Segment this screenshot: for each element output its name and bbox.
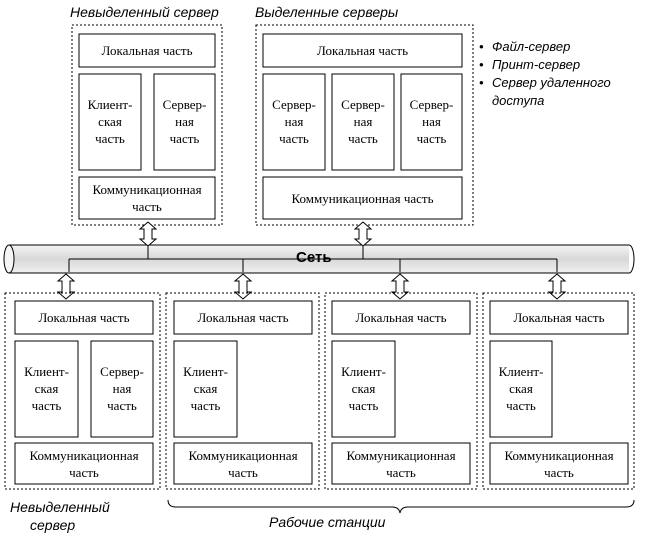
bottom-nondedicated-server-frame	[4, 292, 161, 490]
local-part-label: Локальная часть	[513, 310, 605, 325]
local-part-label: Локальная часть	[38, 310, 130, 325]
local-part-label: Локальная часть	[355, 310, 447, 325]
comm-part-label: Коммуникационная часть	[291, 190, 434, 206]
server-type-item: Сервер удаленного	[492, 75, 611, 90]
server-type-item: Файл-сервер	[492, 39, 571, 54]
top-dedicated-servers-title: Выделенные серверы	[255, 4, 399, 20]
local-part-label: Локальная часть	[101, 43, 193, 58]
bullet-icon: •	[479, 57, 484, 72]
workstation-1-frame	[165, 292, 320, 490]
bullet-icon: •	[479, 75, 484, 90]
server-type-item: доступа	[492, 93, 545, 108]
top-nondedicated-server-title: Невыделенный сервер	[70, 4, 219, 20]
local-part-label: Локальная часть	[197, 310, 289, 325]
bullet-icon: •	[479, 39, 484, 54]
network-label: Сеть	[296, 249, 332, 266]
local-part-label: Локальная часть	[316, 43, 409, 58]
workstations-label: Рабочие станции	[269, 514, 386, 530]
workstations-brace	[167, 499, 635, 514]
bottom-nondedicated-server-title-line1: Невыделенный	[10, 499, 110, 515]
workstation-2-frame	[324, 292, 478, 490]
workstation-3-frame	[482, 292, 635, 490]
server-type-item: Принт-сервер	[492, 57, 581, 72]
bottom-nondedicated-server-title-line2: сервер	[30, 517, 76, 533]
